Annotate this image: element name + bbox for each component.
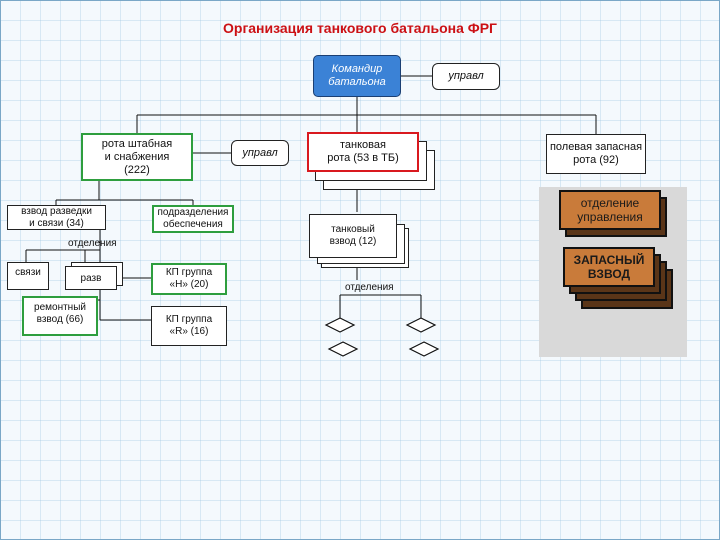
support-units-box: подразделения обеспечения	[152, 205, 234, 233]
commander-box: Командир батальона	[313, 55, 401, 97]
signs-photo: отделение управления ЗАПАСНЫЙ ВЗВОД	[539, 187, 687, 357]
signal-section-box: связи	[7, 262, 49, 290]
diamond-shape	[408, 341, 440, 357]
control-box-left: управл	[231, 140, 289, 166]
diamond-shape	[324, 317, 356, 333]
sign-reserve-platoon: ЗАПАСНЫЙ ВЗВОД	[563, 247, 655, 287]
page-title: Организация танкового батальона ФРГ	[223, 20, 497, 36]
control-box-top: управл	[432, 63, 500, 90]
diamond-shape	[405, 317, 437, 333]
hq-company-box: рота штабная и снабжения (222)	[81, 133, 193, 181]
kp-group-r-box: КП группа «R» (16)	[151, 306, 227, 346]
tank-platoon-box: танковый взвод (12)	[309, 214, 397, 258]
tank-company-box: танковая рота (53 в ТБ)	[307, 132, 419, 172]
sections-label-left: отделения	[68, 238, 117, 249]
sign-control-section: отделение управления	[559, 190, 661, 230]
diamond-shape	[327, 341, 359, 357]
recon-section-box: разв	[65, 266, 117, 290]
kp-group-h-box: КП группа «Н» (20)	[151, 263, 227, 295]
sections-label-right: отделения	[345, 282, 394, 293]
repair-platoon-box: ремонтный взвод (66)	[22, 296, 98, 336]
recon-signal-platoon-box: взвод разведки и связи (34)	[7, 205, 106, 230]
field-reserve-company-box: полевая запасная рота (92)	[546, 134, 646, 174]
